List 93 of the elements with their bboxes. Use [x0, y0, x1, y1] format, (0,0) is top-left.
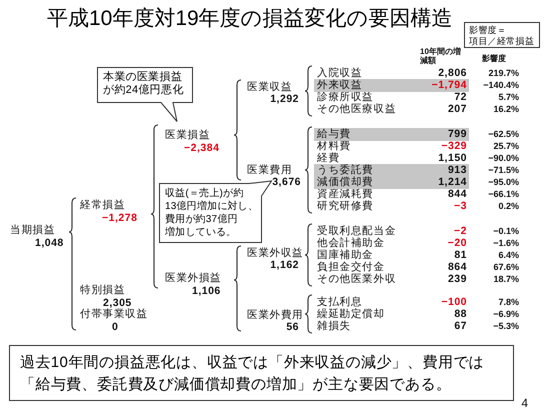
- item-label: 医業外損益: [165, 272, 222, 284]
- item-label: うち委託費: [317, 164, 374, 176]
- item-label: 経費: [317, 152, 340, 164]
- impact-percent: −62.5%: [488, 128, 519, 140]
- item-label: 医業外費用: [247, 309, 304, 321]
- impact-percent: −1.6%: [493, 237, 519, 249]
- amount-value: 1,162: [270, 259, 299, 271]
- impact-percent: 219.7%: [488, 67, 519, 79]
- amount-value: 207: [448, 103, 467, 115]
- amount-value: 0: [112, 321, 118, 333]
- item-label: 資産減耗費: [317, 188, 374, 200]
- amount-value: 3,676: [272, 176, 301, 188]
- amount-value: 88: [454, 308, 467, 320]
- formula-box: [464, 22, 540, 48]
- amount-value: −20: [448, 237, 467, 249]
- amount-value: −100: [441, 296, 467, 308]
- amount-value: −2,384: [184, 142, 220, 154]
- impact-percent: 7.8%: [498, 296, 519, 308]
- item-label: 支払利息: [317, 296, 362, 308]
- item-label: 特別損益: [80, 284, 126, 296]
- highlight-band: [314, 164, 469, 176]
- amount-value: −1,794: [432, 79, 467, 91]
- impact-percent: −66.1%: [488, 188, 519, 200]
- impact-percent: 25.7%: [493, 140, 519, 152]
- impact-percent: −71.5%: [488, 164, 519, 176]
- amount-value: 1,292: [270, 93, 299, 105]
- item-label: 材料費: [317, 140, 351, 152]
- item-label: 経常損益: [80, 199, 126, 211]
- item-label: 医業収益: [247, 81, 292, 93]
- amount-value: 799: [448, 128, 467, 140]
- amount-value: −1,278: [102, 212, 138, 224]
- amount-value: 1,048: [35, 237, 64, 249]
- highlight-band: [314, 128, 469, 140]
- callout-text: 収益(＝売上)が約13億円増加に対し、費用が約37億円増加している。: [165, 187, 260, 239]
- amount-value: −3: [454, 200, 467, 212]
- column-header: 10年間の増減額: [420, 47, 461, 65]
- amount-value: 1,150: [438, 152, 467, 164]
- impact-percent: 67.6%: [493, 261, 519, 273]
- amount-value: −2: [454, 225, 467, 237]
- impact-percent: −140.4%: [483, 79, 519, 91]
- item-label: 付帯事業収益: [80, 308, 148, 320]
- impact-percent: 5.7%: [498, 91, 519, 103]
- impact-percent: −95.0%: [488, 176, 519, 188]
- amount-value: 72: [454, 91, 467, 103]
- item-label: 外来収益: [317, 79, 362, 91]
- amount-value: 56: [286, 321, 299, 333]
- item-label: その他医業外収: [317, 273, 396, 285]
- speech-bubble: [97, 67, 194, 123]
- amount-value: 2,806: [438, 67, 467, 79]
- item-label: 受取利息配当金: [317, 225, 396, 237]
- highlight-band: [314, 78, 469, 92]
- amount-value: 913: [448, 164, 467, 176]
- formula-text: 影響度＝項目／経常損益: [469, 25, 536, 47]
- amount-value: 844: [448, 188, 467, 200]
- page-number: 4: [521, 396, 528, 410]
- item-label: 国庫補助金: [317, 249, 374, 261]
- item-label: 診療所収益: [317, 91, 374, 103]
- amount-value: 2,305: [103, 297, 132, 309]
- title: 平成10年度対19年度の損益変化の要因構造: [47, 7, 453, 31]
- amount-value: 864: [448, 261, 467, 273]
- summary-box: [9, 345, 514, 401]
- item-label: 医業費用: [247, 164, 292, 176]
- amount-value: 67: [454, 320, 467, 332]
- item-label: 研究研修費: [317, 200, 374, 212]
- amount-value: 1,106: [192, 285, 221, 297]
- amount-value: −329: [441, 140, 467, 152]
- impact-percent: 0.2%: [498, 200, 519, 212]
- callout-text: 本業の医業損益が約24億円悪化: [103, 71, 185, 97]
- item-label: 医業外収益: [247, 247, 304, 259]
- item-label: 繰延勘定償却: [317, 308, 385, 320]
- item-label: 減価償却費: [317, 176, 374, 188]
- item-label: 医業損益: [165, 129, 210, 141]
- impact-percent: −0.1%: [493, 225, 519, 237]
- item-label: 他会計補助金: [317, 237, 385, 249]
- summary-text: 過去10年間の損益悪化は、収益では「外来収益の減少」、費用では「給与費、委託費及び減価償却費の増加」が主な要因である。: [20, 353, 486, 395]
- item-label: 雑損失: [317, 320, 351, 332]
- impact-percent: −6.9%: [493, 308, 519, 320]
- speech-bubble: [159, 178, 273, 244]
- impact-percent: −5.3%: [493, 320, 519, 332]
- amount-value: 239: [448, 273, 467, 285]
- impact-percent: 6.4%: [498, 249, 519, 261]
- amount-value: 81: [454, 249, 467, 261]
- item-label: 当期損益: [10, 224, 56, 236]
- item-label: 給与費: [317, 128, 351, 140]
- highlight-band: [314, 176, 469, 188]
- item-label: その他医療収益: [317, 103, 396, 115]
- impact-percent: 18.7%: [493, 273, 519, 285]
- item-label: 入院収益: [317, 67, 362, 79]
- impact-percent: −90.0%: [488, 152, 519, 164]
- column-header: 影響度: [482, 54, 506, 62]
- item-label: 負担金交付金: [317, 261, 385, 273]
- amount-value: 1,214: [438, 176, 467, 188]
- impact-percent: 16.2%: [493, 103, 519, 115]
